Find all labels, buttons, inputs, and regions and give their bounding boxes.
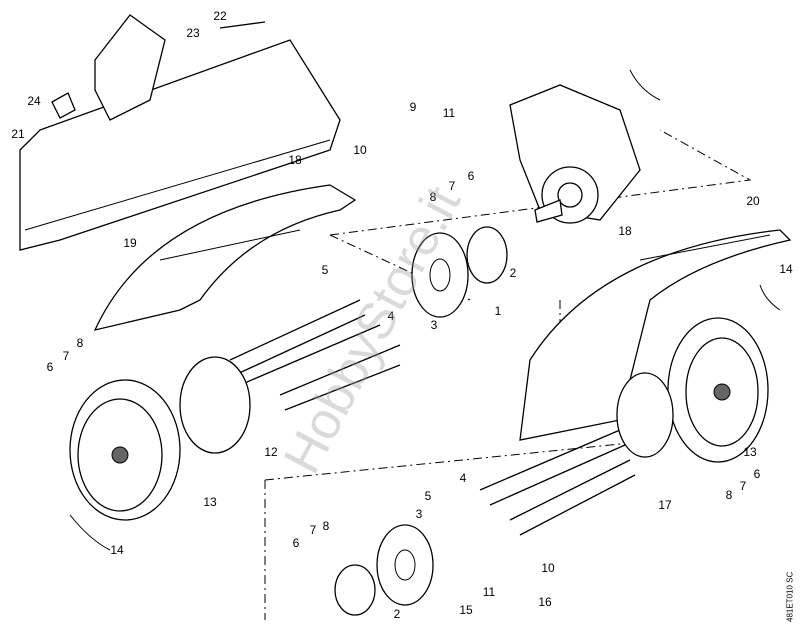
callout-6: 6 (468, 169, 475, 183)
drive-disc-left (411, 226, 508, 318)
callout-14: 14 (779, 262, 793, 276)
callout-2: 2 (510, 266, 517, 280)
callout-6: 6 (754, 467, 761, 481)
callout-19: 19 (123, 236, 137, 250)
callout-8: 8 (726, 488, 733, 502)
callout-3: 3 (416, 507, 423, 521)
callout-4: 4 (460, 471, 467, 485)
callout-11: 11 (483, 585, 496, 599)
callout-22: 22 (213, 9, 227, 23)
callout-6: 6 (293, 536, 300, 550)
callout-20: 20 (746, 194, 760, 208)
callout-13: 13 (203, 495, 217, 509)
wheel-right (616, 317, 769, 463)
callout-23: 23 (186, 26, 200, 40)
callout-5: 5 (425, 489, 432, 503)
drawing-code: 481ET010 SC (785, 571, 794, 622)
callout-18: 18 (288, 153, 302, 167)
callout-16: 16 (538, 595, 552, 609)
callout-12: 12 (264, 445, 278, 459)
callout-3: 3 (431, 318, 438, 332)
clips-14 (69, 69, 781, 551)
callout-8: 8 (77, 336, 84, 350)
rear-cover-19 (93, 184, 357, 331)
callout-11: 11 (443, 106, 456, 120)
callout-13: 13 (743, 445, 757, 459)
callout-14: 14 (110, 543, 124, 557)
callout-7: 7 (310, 523, 317, 537)
callout-2: 2 (394, 607, 401, 621)
callout-1: 1 (495, 304, 502, 318)
gearbox (509, 84, 641, 224)
callout-8: 8 (323, 519, 330, 533)
callout-9: 9 (410, 100, 417, 114)
wheel-left (69, 356, 251, 521)
callout-5: 5 (322, 263, 329, 277)
axles (229, 299, 636, 536)
callout-6: 6 (47, 360, 54, 374)
callout-21: 21 (11, 127, 25, 141)
callout-24: 24 (27, 94, 41, 108)
callout-10: 10 (541, 561, 555, 575)
callout-4: 4 (388, 309, 395, 323)
callout-7: 7 (63, 349, 70, 363)
callout-10: 10 (353, 143, 367, 157)
drive-disc-bottom (334, 524, 434, 616)
callout-8: 8 (430, 190, 437, 204)
callout-17: 17 (658, 498, 672, 512)
rear-cover-20 (519, 229, 792, 441)
callout-15: 15 (459, 603, 473, 617)
grass-deflector-21 (19, 14, 341, 251)
callout-7: 7 (740, 479, 747, 493)
callout-7: 7 (449, 179, 456, 193)
callout-18: 18 (618, 224, 632, 238)
